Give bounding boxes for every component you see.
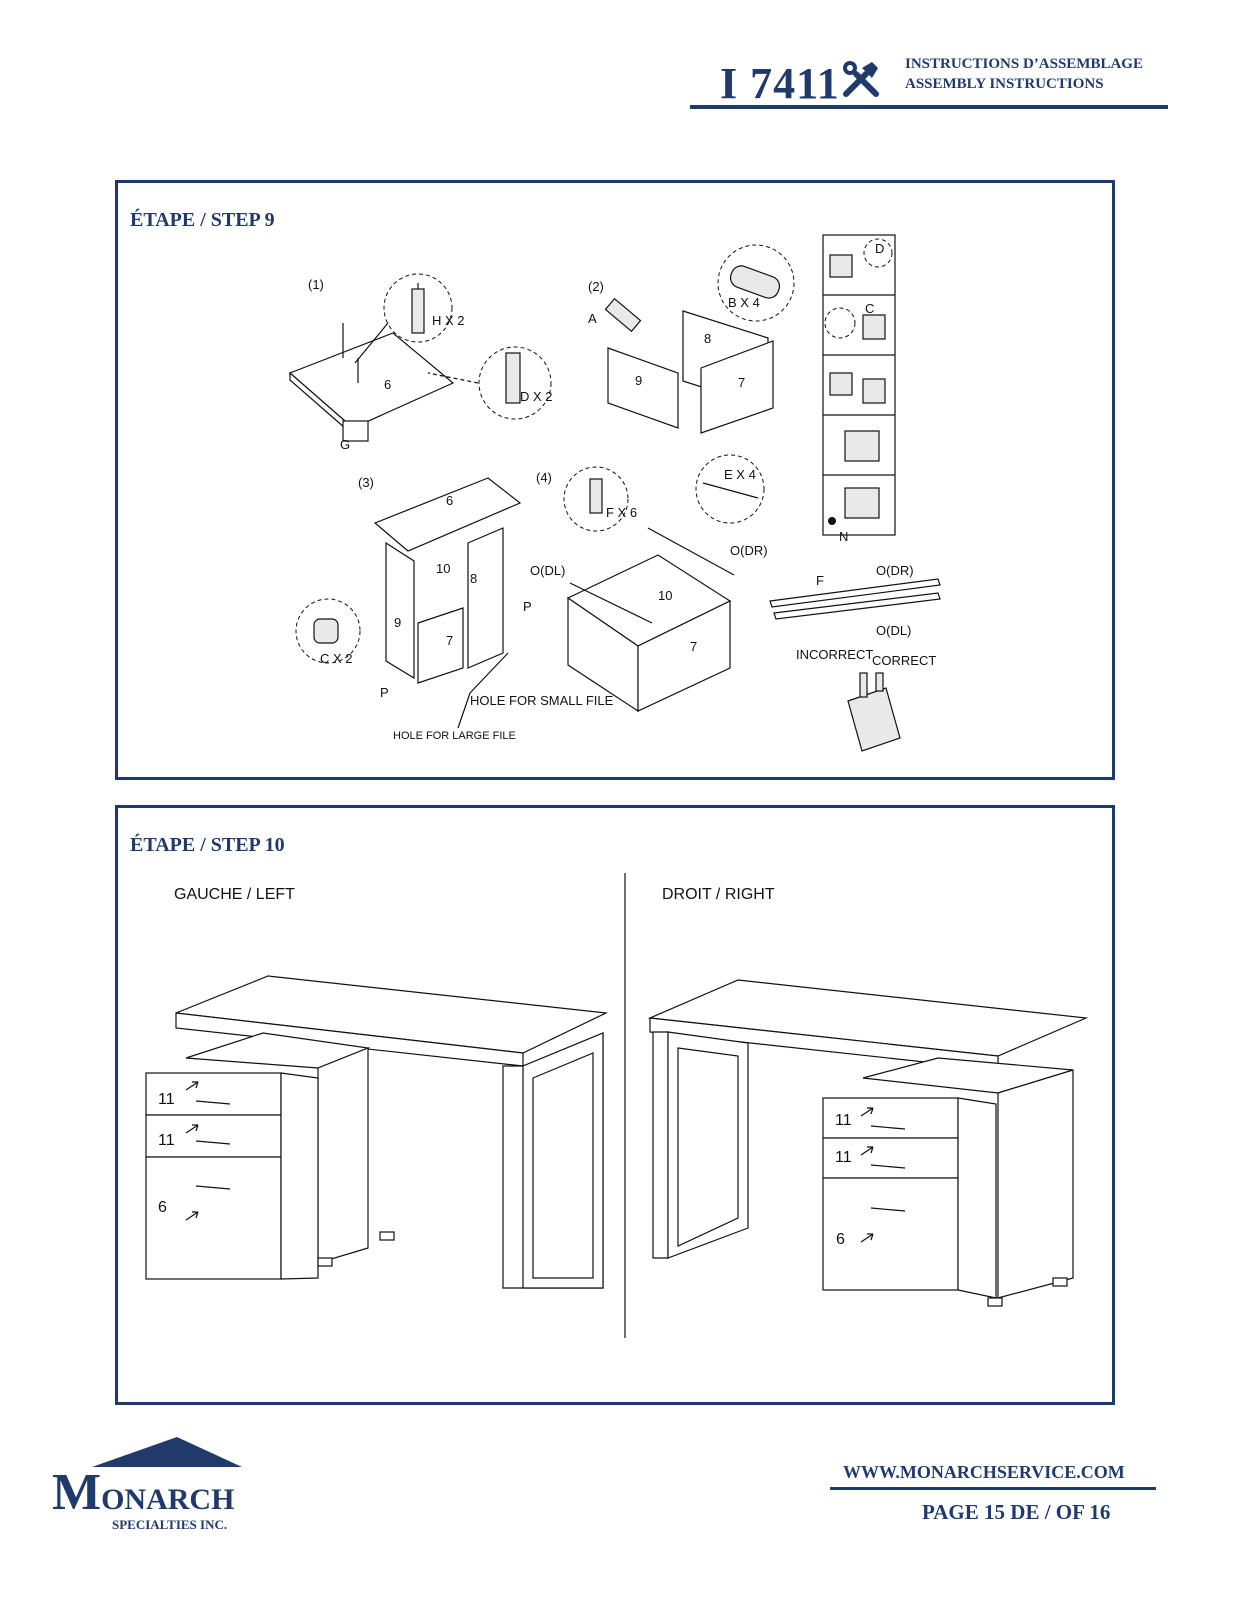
header-rule: [690, 105, 1168, 109]
brand-initial: M: [52, 1464, 102, 1521]
part-6-label-a: 6: [384, 377, 391, 392]
left-cabinet-side: [317, 1047, 369, 1264]
drawer-front-7: [637, 600, 731, 712]
odl-label-a: O(DL): [530, 563, 565, 578]
dx2-label: D X 2: [520, 389, 553, 404]
drawer-side-9: [607, 347, 679, 429]
ex4-label: E X 4: [724, 467, 756, 482]
sub-label-1: (1): [308, 277, 324, 292]
part-f-label: F: [816, 573, 824, 588]
step-9-panel: ÉTAPE / STEP 9 (1) 6 G H X 2 D X 2 (2) A…: [115, 180, 1115, 780]
part-p-label-b: P: [380, 685, 389, 700]
odr-label-a: O(DR): [730, 543, 768, 558]
part-a-label: A: [588, 311, 597, 326]
roof-icon: [92, 1437, 242, 1467]
right-drawer-file: [822, 1177, 959, 1291]
dowel-b: [729, 265, 781, 299]
part-7-label-c: 7: [690, 639, 697, 654]
page-number: PAGE 15 DE / OF 16: [922, 1500, 1111, 1524]
part-p-label-a: P: [523, 599, 532, 614]
brand-name: MONARCH: [52, 1463, 234, 1522]
model-number: I 7411: [720, 59, 840, 108]
cabinet-side-7: [417, 607, 464, 684]
odl-label-b: O(DL): [876, 623, 911, 638]
part-g-label: G: [340, 437, 350, 452]
cabinet-side-9: [385, 541, 415, 680]
part-8-label-a: 8: [704, 331, 711, 346]
part-8-label-b: 8: [470, 571, 477, 586]
part-7-label-b: 7: [446, 633, 453, 648]
slide-rail-dl: [773, 592, 941, 620]
part-6-label-b: 6: [446, 493, 453, 508]
hx2-label: H X 2: [432, 313, 465, 328]
sub-label-3: (3): [358, 475, 374, 490]
hole-large-label: HOLE FOR LARGE FILE: [393, 730, 516, 742]
step-10-diagram: 11 11 6 11 11 6: [145, 873, 1089, 1338]
brand-subtitle: SPECIALTIES INC.: [112, 1517, 228, 1532]
monarch-logo: MONARCH SPECIALTIES INC.: [52, 1435, 252, 1532]
website-link[interactable]: WWW.MONARCHSERVICE.COM: [843, 1462, 1125, 1482]
right-desk-leg: [652, 1031, 669, 1259]
sub-label-2: (2): [588, 279, 604, 294]
fx6-label: F X 6: [606, 505, 637, 520]
step-10-title: ÉTAPE / STEP 10: [130, 834, 285, 856]
step-10-panel: ÉTAPE / STEP 10 GAUCHE / LEFT DROIT / RI…: [115, 805, 1115, 1405]
right-cabinet-side: [997, 1069, 1074, 1299]
left-drawer-6: 6: [158, 1199, 167, 1216]
odr-label-b: O(DR): [876, 563, 914, 578]
part-c-label: C: [865, 301, 874, 316]
right-drawer-11-a: 11: [835, 1112, 852, 1129]
part-10-label-b: 10: [658, 588, 672, 603]
part-n-label: N: [839, 529, 848, 544]
left-drawer-11-a: 11: [158, 1091, 175, 1108]
dowel-a: [604, 297, 642, 333]
correct-label: CORRECT: [872, 653, 936, 668]
cx2-label: C X 2: [320, 651, 353, 666]
right-drawer-6: 6: [836, 1231, 845, 1248]
brand-rest: ONARCH: [101, 1483, 235, 1516]
footer-rule: [830, 1487, 1156, 1490]
drawer-side-7: [700, 340, 774, 434]
part-9-label-b: 9: [394, 615, 401, 630]
right-drawer-top: [822, 1097, 959, 1139]
part-d-label: D: [875, 241, 884, 256]
part-9-label-a: 9: [635, 373, 642, 388]
tools-icon: [843, 61, 879, 97]
bracket-g: [342, 420, 369, 442]
part-10-label-a: 10: [436, 561, 450, 576]
step-9-diagram: (1) 6 G H X 2 D X 2 (2) A B X 4 8 9 7 E …: [288, 234, 941, 752]
hole-small-label: HOLE FOR SMALL FILE: [470, 693, 614, 708]
header-title-fr: INSTRUCTIONS D’ASSEMBLAGE: [905, 56, 1143, 72]
left-config-label: GAUCHE / LEFT: [174, 886, 295, 903]
step-9-title: ÉTAPE / STEP 9: [130, 209, 275, 231]
left-drawer-11-b: 11: [158, 1132, 175, 1149]
sub-label-4: (4): [536, 470, 552, 485]
cabinet-top-6: [373, 477, 522, 552]
screw-example-panel: [847, 687, 901, 752]
right-drawer-11-b: 11: [835, 1149, 852, 1166]
cabinet-back-8: [467, 527, 504, 669]
top-panel-6: [288, 332, 455, 429]
left-drawer-middle: [145, 1114, 282, 1158]
incorrect-label: INCORRECT: [796, 647, 873, 662]
left-drawer-file: [145, 1156, 282, 1280]
page-header: I 7411 INSTRUCTIONS D’ASSEMBLAGE ASSEMBL…: [690, 50, 1170, 110]
header-title-en: ASSEMBLY INSTRUCTIONS: [905, 76, 1104, 92]
right-config-label: DROIT / RIGHT: [662, 886, 775, 903]
detail-circle-e: [695, 454, 765, 524]
part-7-label-a: 7: [738, 375, 745, 390]
slide-rail-dr: [769, 578, 941, 608]
bx4-label: B X 4: [728, 295, 760, 310]
